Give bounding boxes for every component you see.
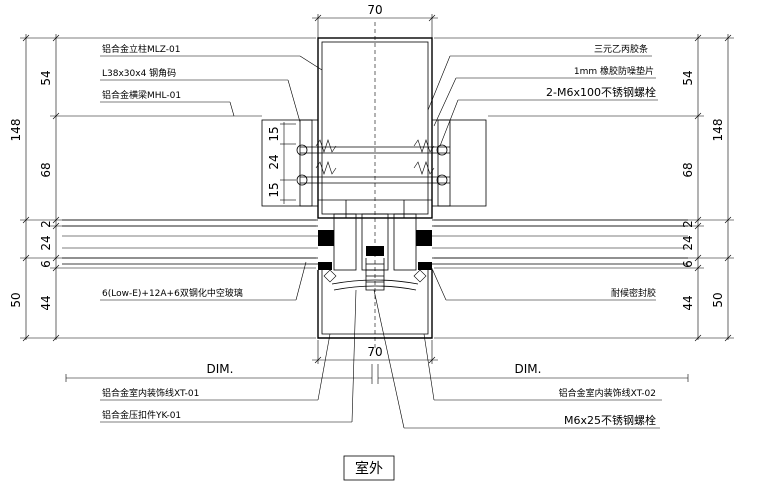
bottom-width-dimension: 70	[312, 340, 438, 364]
callout-angle: L38x30x4 钢角码	[102, 67, 176, 79]
bracket-dim-15b: 15	[267, 182, 281, 197]
callout-transom: 铝合金横梁MHL-01	[102, 89, 181, 101]
left-outer-50: 50	[9, 292, 23, 307]
callout-bolt: 2-M6x100不锈钢螺栓	[546, 85, 656, 99]
left-dim-24: 24	[39, 235, 53, 250]
bracket-inner-dimension: 15 24 15	[267, 122, 296, 204]
aluminum-mullion	[317, 22, 433, 350]
callout-clamp: 铝合金压扣件YK-01	[102, 409, 181, 421]
dim-span-lines: DIM. DIM.	[65, 362, 689, 384]
right-outer-148: 148	[711, 119, 725, 142]
top-width-dimension: 70	[312, 3, 438, 40]
through-bolt-lower	[296, 161, 450, 186]
callout-screw: M6x25不锈钢螺栓	[564, 413, 656, 427]
dim-left-text: DIM.	[207, 362, 234, 376]
bracket-dim-24: 24	[267, 154, 281, 169]
top-width-text: 70	[367, 3, 382, 17]
left-dim-44: 44	[39, 295, 53, 310]
right-dimension-chain: 54 68 2 24 6 44 148 50	[434, 34, 734, 342]
callout-glass: 6(Low-E)+12A+6双钢化中空玻璃	[102, 287, 243, 299]
callout-sealant: 耐候密封胶	[611, 287, 656, 299]
left-callouts: 铝合金立柱MLZ-01 L38x30x4 钢角码 铝合金横梁MHL-01 6(L…	[100, 43, 357, 423]
bottom-width-text: 70	[367, 345, 382, 359]
left-dim-68: 68	[39, 162, 53, 177]
right-dim-68: 68	[681, 162, 695, 177]
gaskets-and-clamp	[318, 213, 432, 291]
left-dim-54: 54	[39, 70, 53, 85]
right-dim-2: 2	[681, 220, 695, 228]
dim-right-text: DIM.	[515, 362, 542, 376]
steel-angle-left	[261, 119, 319, 207]
bracket-dim-15a: 15	[267, 126, 281, 141]
right-outer-50: 50	[711, 292, 725, 307]
left-dim-6: 6	[39, 260, 53, 268]
callout-deco-right: 铝合金室内装饰线XT-02	[559, 387, 656, 399]
right-dim-24: 24	[681, 235, 695, 250]
outside-label-text: 室外	[355, 460, 383, 477]
right-dim-54: 54	[681, 70, 695, 85]
right-dim-44: 44	[681, 295, 695, 310]
right-callouts: 三元乙丙胶条 1mm 橡胶防噪垫片 2-M6x100不锈钢螺栓 耐候密封胶 铝合…	[373, 43, 662, 429]
callout-epdm: 三元乙丙胶条	[594, 43, 648, 55]
callout-pad: 1mm 橡胶防噪垫片	[574, 65, 654, 77]
callout-deco-left: 铝合金室内装饰线XT-01	[102, 387, 199, 399]
steel-angle-right	[431, 119, 487, 207]
callout-mullion: 铝合金立柱MLZ-01	[102, 43, 181, 55]
insulated-glass-left	[62, 219, 318, 265]
exterior-cover-cap	[317, 269, 433, 339]
through-bolt-upper	[296, 139, 450, 156]
left-outer-148: 148	[9, 119, 23, 142]
left-dim-2: 2	[39, 220, 53, 228]
outside-label: 室外	[343, 455, 395, 481]
insulated-glass-right	[432, 219, 688, 265]
